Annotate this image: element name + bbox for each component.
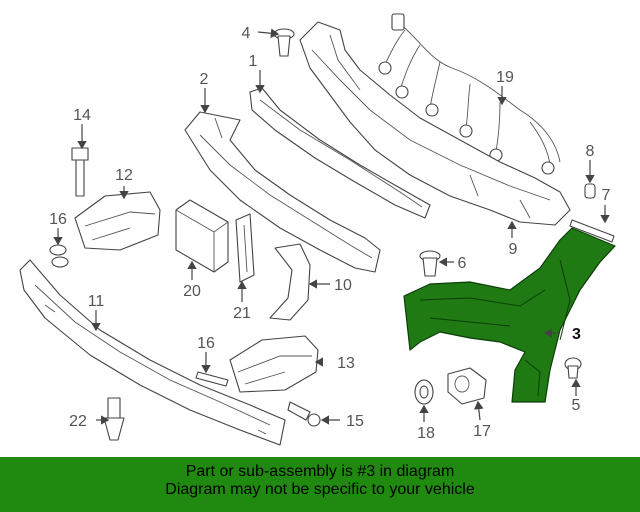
leader-lines [53, 28, 610, 425]
fastener-14 [71, 147, 89, 197]
bracket-21-part [235, 213, 255, 283]
callout-label: 2 [200, 71, 209, 88]
callout-label: 13 [337, 355, 355, 372]
callout-label: 1 [249, 53, 258, 70]
callout-labels: 1 2 3 4 5 6 7 8 9 10 11 12 13 14 15 16 1… [49, 25, 610, 442]
guide-10-part [269, 243, 311, 321]
fastener-15 [287, 401, 321, 427]
callout-label: 9 [509, 241, 518, 258]
callout-label: 22 [69, 413, 87, 430]
fastener-4 [273, 28, 295, 57]
fastener-16a [49, 244, 69, 268]
clip-8 [584, 183, 596, 199]
lower-support-part [184, 111, 381, 273]
control-module-part [175, 199, 229, 273]
callout-label: 20 [183, 283, 201, 300]
parts-diagram: 1 2 3 4 5 6 7 8 9 10 11 12 13 14 15 16 1… [19, 13, 616, 446]
lower-beam-part [19, 259, 286, 446]
callout-label: 5 [572, 397, 581, 414]
callout-label: 15 [346, 413, 364, 430]
callout-label: 16 [49, 211, 67, 228]
mount-bracket-part-3 [403, 227, 616, 403]
bracket-13-part [229, 335, 319, 393]
callout-label: 14 [73, 107, 91, 124]
grommet-5 [564, 357, 582, 379]
callout-label: 11 [88, 293, 105, 310]
reinforcement-bar-part [249, 87, 431, 219]
washer-18 [414, 379, 434, 405]
callout-label: 12 [115, 167, 133, 184]
strip-7 [569, 219, 615, 243]
notice-line-2: Diagram may not be specific to your vehi… [165, 481, 475, 498]
callout-label: 10 [334, 277, 352, 294]
wiring-harness-part [378, 13, 561, 175]
sensor-17 [447, 367, 487, 405]
callout-label: 19 [496, 69, 514, 86]
diagram-notice-banner: Part or sub-assembly is #3 in diagram Di… [0, 457, 640, 512]
callout-label: 21 [233, 305, 251, 322]
sensor-22 [103, 397, 125, 441]
callout-label: 7 [602, 187, 611, 204]
notice-line-1: Part or sub-assembly is #3 in diagram [185, 463, 455, 480]
callout-label: 8 [586, 143, 595, 160]
callout-label: 6 [458, 255, 467, 272]
callout-label: 4 [242, 25, 251, 42]
plug-6 [419, 250, 441, 277]
callout-label: 18 [417, 425, 435, 442]
callout-label: 16 [197, 335, 215, 352]
fastener-16b [195, 371, 229, 387]
upper-absorber-part [299, 21, 571, 226]
bracket-12-part [74, 191, 161, 251]
callout-label: 17 [473, 423, 491, 440]
callout-label-highlighted: 3 [572, 326, 581, 343]
